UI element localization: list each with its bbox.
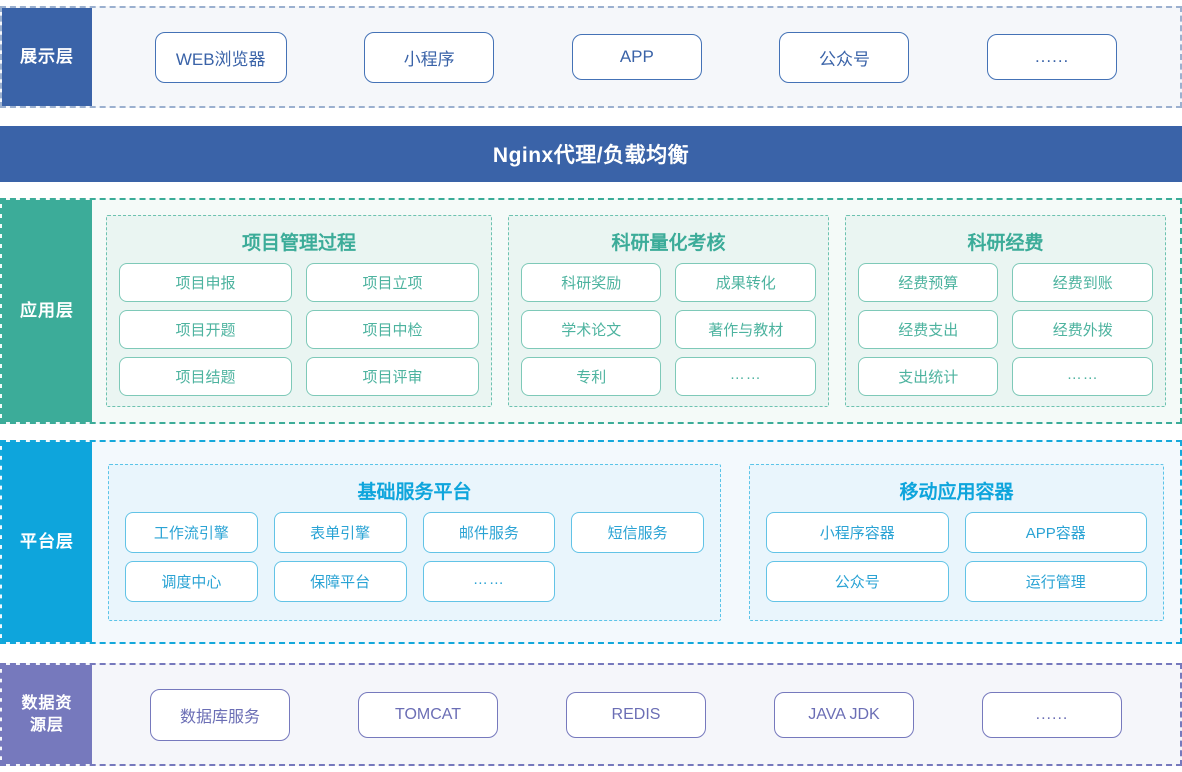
app-chip-project-review[interactable]: 项目评审 — [305, 357, 479, 396]
platform-group-title: 基础服务平台 — [357, 481, 472, 503]
application-layer: 应用层 项目管理过程 项目申报 项目立项 项目开题 项目中检 项目结题 项目评审 — [0, 198, 1182, 424]
application-layer-tab: 应用层 — [2, 200, 92, 422]
app-chip-project-approval[interactable]: 项目立项 — [305, 263, 479, 302]
application-layer-frame: 应用层 项目管理过程 项目申报 项目立项 项目开题 项目中检 项目结题 项目评审 — [0, 198, 1182, 424]
presentation-item-miniprogram[interactable]: 小程序 — [364, 31, 495, 83]
application-groups: 项目管理过程 项目申报 项目立项 项目开题 项目中检 项目结题 项目评审 科研量… — [92, 203, 1180, 419]
platform-group-title: 移动应用容器 — [899, 481, 1014, 503]
app-chip-project-apply[interactable]: 项目申报 — [119, 263, 292, 302]
app-chip-expenditure[interactable]: 经费支出 — [857, 310, 999, 349]
nginx-bar: Nginx代理/负载均衡 — [0, 126, 1182, 182]
presentation-item-app[interactable]: APP — [571, 34, 702, 80]
application-group-title: 科研量化考核 — [611, 233, 726, 254]
app-chip-project-midcheck[interactable]: 项目中检 — [305, 310, 479, 349]
presentation-layer-tab: 展示层 — [2, 8, 92, 106]
data-item-redis[interactable]: REDIS — [566, 691, 706, 738]
app-chip-funds-received[interactable]: 经费到账 — [1012, 263, 1153, 302]
platform-layer-tab: 平台层 — [2, 442, 92, 642]
application-group-project-management: 项目管理过程 项目申报 项目立项 项目开题 项目中检 项目结题 项目评审 — [106, 215, 492, 407]
app-chip-more[interactable]: …… — [675, 357, 816, 396]
data-item-database-service[interactable]: 数据库服务 — [150, 688, 290, 741]
app-chip-expense-statistics[interactable]: 支出统计 — [857, 357, 999, 396]
presentation-item-official-account[interactable]: 公众号 — [779, 31, 910, 83]
presentation-layer-frame: 展示层 WEB浏览器 小程序 APP 公众号 ...... — [0, 6, 1182, 108]
data-item-more[interactable]: ...... — [982, 691, 1122, 738]
plat-chip-mail-service[interactable]: 邮件服务 — [422, 511, 556, 553]
plat-chip-runtime-management[interactable]: 运行管理 — [964, 560, 1148, 602]
data-item-tomcat[interactable]: TOMCAT — [358, 691, 498, 738]
presentation-layer-body: WEB浏览器 小程序 APP 公众号 ...... — [92, 8, 1180, 106]
app-chip-more[interactable]: …… — [1012, 357, 1153, 396]
plat-chip-form-engine[interactable]: 表单引擎 — [273, 511, 407, 553]
data-tab-line-1: 数据资 — [21, 694, 73, 712]
data-resource-layer-frame: 数据资 源层 数据库服务 TOMCAT REDIS JAVA JDK .....… — [0, 663, 1182, 766]
platform-group-row: 公众号 运行管理 — [766, 560, 1148, 602]
data-resource-layer: 数据资 源层 数据库服务 TOMCAT REDIS JAVA JDK .....… — [0, 663, 1182, 766]
application-group-research-funding: 科研经费 经费预算 经费到账 经费支出 经费外拨 支出统计 …… — [844, 215, 1166, 407]
presentation-item-more[interactable]: ...... — [987, 34, 1118, 80]
platform-group-basic-service: 基础服务平台 工作流引擎 表单引擎 邮件服务 短信服务 调度中心 保障平台 …… — [108, 463, 722, 621]
plat-chip-support-platform[interactable]: 保障平台 — [273, 560, 407, 602]
application-group-chips: 经费预算 经费到账 经费支出 经费外拨 支出统计 …… — [857, 263, 1153, 396]
platform-layer: 平台层 基础服务平台 工作流引擎 表单引擎 邮件服务 短信服务 调度中心 — [0, 440, 1182, 644]
data-items-row: 数据库服务 TOMCAT REDIS JAVA JDK ...... — [92, 688, 1180, 741]
application-group-research-assessment: 科研量化考核 科研奖励 成果转化 学术论文 著作与教材 专利 …… — [507, 215, 829, 407]
data-resource-layer-tab: 数据资 源层 — [2, 665, 92, 764]
plat-chip-more[interactable]: …… — [422, 560, 556, 602]
app-chip-project-closure[interactable]: 项目结题 — [119, 357, 292, 396]
application-group-chips: 项目申报 项目立项 项目开题 项目中检 项目结题 项目评审 — [119, 263, 479, 396]
platform-group-row: 调度中心 保障平台 …… — [125, 560, 704, 602]
platform-layer-body: 基础服务平台 工作流引擎 表单引擎 邮件服务 短信服务 调度中心 保障平台 …… — [92, 442, 1180, 642]
app-chip-patent[interactable]: 专利 — [520, 357, 662, 396]
platform-group-row: 小程序容器 APP容器 — [766, 511, 1148, 553]
presentation-items-row: WEB浏览器 小程序 APP 公众号 ...... — [92, 31, 1180, 83]
app-chip-achievement-transfer[interactable]: 成果转化 — [675, 263, 816, 302]
platform-group-row: 工作流引擎 表单引擎 邮件服务 短信服务 — [125, 511, 705, 553]
plat-chip-sms-service[interactable]: 短信服务 — [571, 511, 705, 553]
application-group-chips: 科研奖励 成果转化 学术论文 著作与教材 专利 …… — [520, 263, 816, 396]
data-tab-line-2: 源层 — [29, 716, 64, 734]
plat-chip-workflow-engine[interactable]: 工作流引擎 — [125, 511, 258, 553]
app-chip-budget[interactable]: 经费预算 — [857, 263, 999, 302]
plat-chip-official-account[interactable]: 公众号 — [766, 560, 949, 602]
data-resource-layer-body: 数据库服务 TOMCAT REDIS JAVA JDK ...... — [92, 665, 1180, 764]
platform-layer-frame: 平台层 基础服务平台 工作流引擎 表单引擎 邮件服务 短信服务 调度中心 — [0, 440, 1182, 644]
platform-groups: 基础服务平台 工作流引擎 表单引擎 邮件服务 短信服务 调度中心 保障平台 …… — [92, 452, 1180, 633]
application-group-title: 项目管理过程 — [241, 233, 356, 254]
presentation-layer: 展示层 WEB浏览器 小程序 APP 公众号 ...... — [0, 6, 1182, 108]
plat-chip-app-container[interactable]: APP容器 — [964, 511, 1148, 553]
platform-group-mobile-container: 移动应用容器 小程序容器 APP容器 公众号 运行管理 — [749, 463, 1164, 621]
plat-chip-scheduling-center[interactable]: 调度中心 — [125, 560, 258, 602]
app-chip-books-textbooks[interactable]: 著作与教材 — [675, 310, 816, 349]
presentation-item-web[interactable]: WEB浏览器 — [154, 31, 287, 83]
app-chip-academic-paper[interactable]: 学术论文 — [520, 310, 662, 349]
app-chip-research-award[interactable]: 科研奖励 — [520, 263, 662, 302]
application-layer-body: 项目管理过程 项目申报 项目立项 项目开题 项目中检 项目结题 项目评审 科研量… — [92, 200, 1180, 422]
data-item-java-jdk[interactable]: JAVA JDK — [774, 691, 914, 738]
application-group-title: 科研经费 — [967, 233, 1044, 254]
app-chip-external-allocation[interactable]: 经费外拨 — [1012, 310, 1153, 349]
app-chip-project-kickoff[interactable]: 项目开题 — [119, 310, 292, 349]
plat-chip-miniprogram-container[interactable]: 小程序容器 — [766, 511, 949, 553]
nginx-bar-label: Nginx代理/负载均衡 — [492, 144, 690, 167]
